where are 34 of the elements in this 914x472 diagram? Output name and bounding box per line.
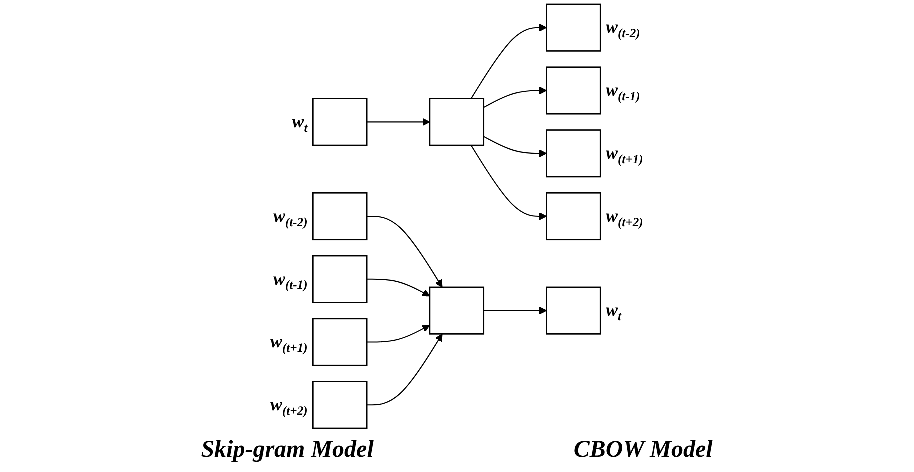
vector-box xyxy=(546,286,602,335)
word-label: w$_{(t+1)}$ xyxy=(270,332,308,356)
arrow xyxy=(367,118,430,126)
model-caption: CBOW Model xyxy=(574,437,713,464)
vector-box xyxy=(546,130,602,178)
word-label: w$_{(t+2)}$ xyxy=(270,394,308,418)
arrow xyxy=(484,306,548,315)
word-label: w$_{(t+2)}$ xyxy=(606,206,644,230)
arrow xyxy=(367,334,443,406)
word-label: w$_{(t-2)}$ xyxy=(274,206,308,230)
arrow xyxy=(471,24,548,100)
arrow xyxy=(471,145,548,220)
model-caption: Skip-gram Model xyxy=(201,437,374,464)
vector-box xyxy=(312,98,368,146)
vector-box xyxy=(429,286,485,335)
arrow xyxy=(367,324,430,343)
arrow xyxy=(484,86,548,108)
word-label: w$_{(t-2)}$ xyxy=(606,17,640,41)
word-label: w$_{(t-1)}$ xyxy=(606,80,640,104)
word-label: w$_{t}$ xyxy=(292,112,308,136)
vector-box xyxy=(546,192,602,241)
vector-box xyxy=(546,66,602,115)
word-label: w$_{(t+1)}$ xyxy=(606,143,644,166)
word-label: w$_{(t-1)}$ xyxy=(274,268,308,292)
vector-box xyxy=(312,318,368,366)
vector-box xyxy=(312,381,368,430)
arrow xyxy=(367,278,430,297)
word-label: w$_{t}$ xyxy=(606,300,622,324)
vector-box xyxy=(546,4,602,52)
arrow xyxy=(367,216,443,288)
vector-box xyxy=(312,255,368,304)
arrow xyxy=(484,136,548,158)
vector-box xyxy=(429,98,485,146)
vector-box xyxy=(312,192,368,241)
